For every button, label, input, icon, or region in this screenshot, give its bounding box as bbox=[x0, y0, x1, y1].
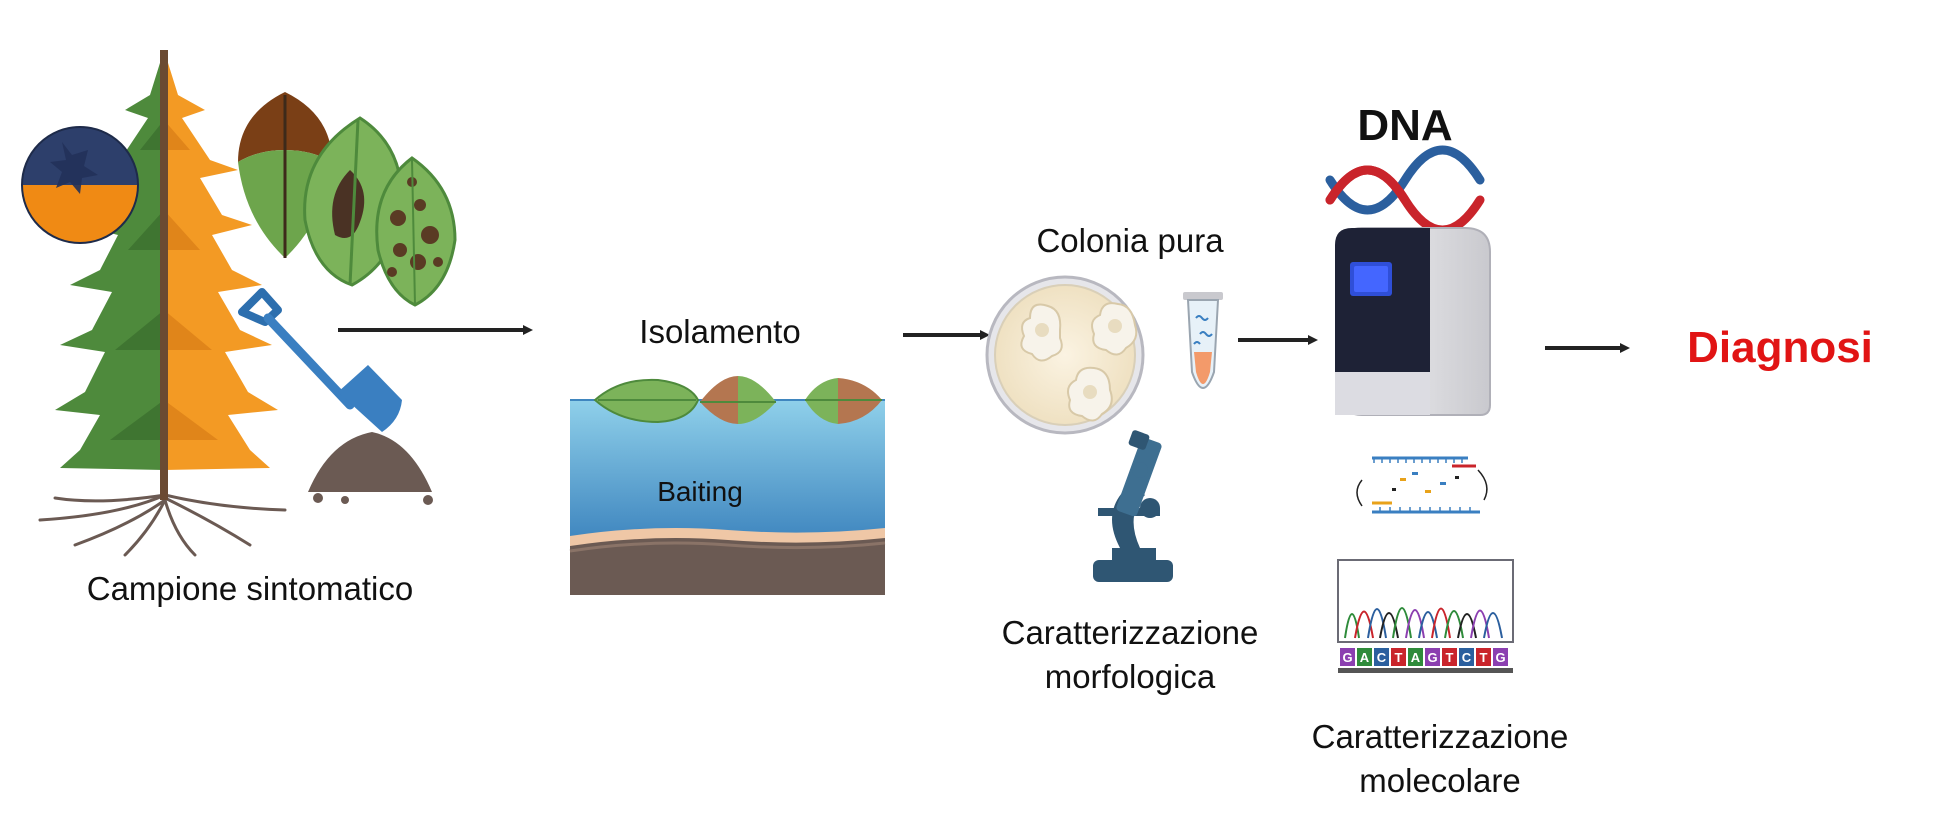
label-baiting: Baiting bbox=[657, 476, 743, 507]
label-morphological-line1: Caratterizzazione bbox=[1001, 614, 1259, 651]
shovel-icon bbox=[238, 288, 402, 432]
label-isolation: Isolamento bbox=[639, 313, 801, 350]
sequence-base-box bbox=[1391, 648, 1406, 666]
sequence-base-box bbox=[1340, 648, 1355, 666]
label-molecular-line2: molecolare bbox=[1359, 762, 1521, 799]
sequence-base-letter: C bbox=[1462, 650, 1472, 665]
sequence-base-box bbox=[1459, 648, 1474, 666]
pcr-amplification-icon bbox=[1356, 456, 1488, 514]
label-symptomatic-sample: Campione sintomatico bbox=[86, 570, 414, 607]
sequence-base-letter: G bbox=[1427, 650, 1437, 665]
blueberry-icon bbox=[21, 126, 139, 244]
sequence-base-letter: T bbox=[1480, 650, 1488, 665]
microscope-icon bbox=[1093, 430, 1173, 582]
label-pure-colony: Colonia pura bbox=[1036, 222, 1224, 259]
diseased-leaves-icon bbox=[238, 92, 457, 307]
label-diagnosis: Diagnosi bbox=[1687, 323, 1873, 372]
sequence-base-letter: T bbox=[1446, 650, 1454, 665]
soil-mound-icon bbox=[308, 432, 433, 505]
sequence-base-box bbox=[1374, 648, 1389, 666]
petri-dish-icon bbox=[985, 275, 1145, 435]
sequence-base-letter: A bbox=[1360, 650, 1370, 665]
half-dead-tree-icon bbox=[38, 50, 287, 557]
sequence-base-letter: T bbox=[1395, 650, 1403, 665]
sequence-base-box bbox=[1425, 648, 1440, 666]
sequence-base-box bbox=[1476, 648, 1491, 666]
label-morphological-line2: morfologica bbox=[1044, 658, 1216, 695]
label-molecular-line1: Caratterizzazione bbox=[1311, 718, 1569, 755]
sequence-base-box bbox=[1408, 648, 1423, 666]
microtube-icon bbox=[1183, 292, 1223, 389]
dna-helix-icon bbox=[1325, 145, 1485, 235]
sequence-base-letter: A bbox=[1411, 650, 1421, 665]
sequence-base-box bbox=[1357, 648, 1372, 666]
sequence-base-letter: G bbox=[1495, 650, 1505, 665]
floating-leaves-icon bbox=[593, 376, 882, 424]
sequence-base-letter: G bbox=[1342, 650, 1352, 665]
pcr-machine-icon bbox=[1335, 227, 1491, 416]
sequence-base-box bbox=[1442, 648, 1457, 666]
label-dna: DNA bbox=[1357, 101, 1453, 150]
sequence-base-letter: C bbox=[1377, 650, 1387, 665]
sequence-base-box bbox=[1493, 648, 1508, 666]
